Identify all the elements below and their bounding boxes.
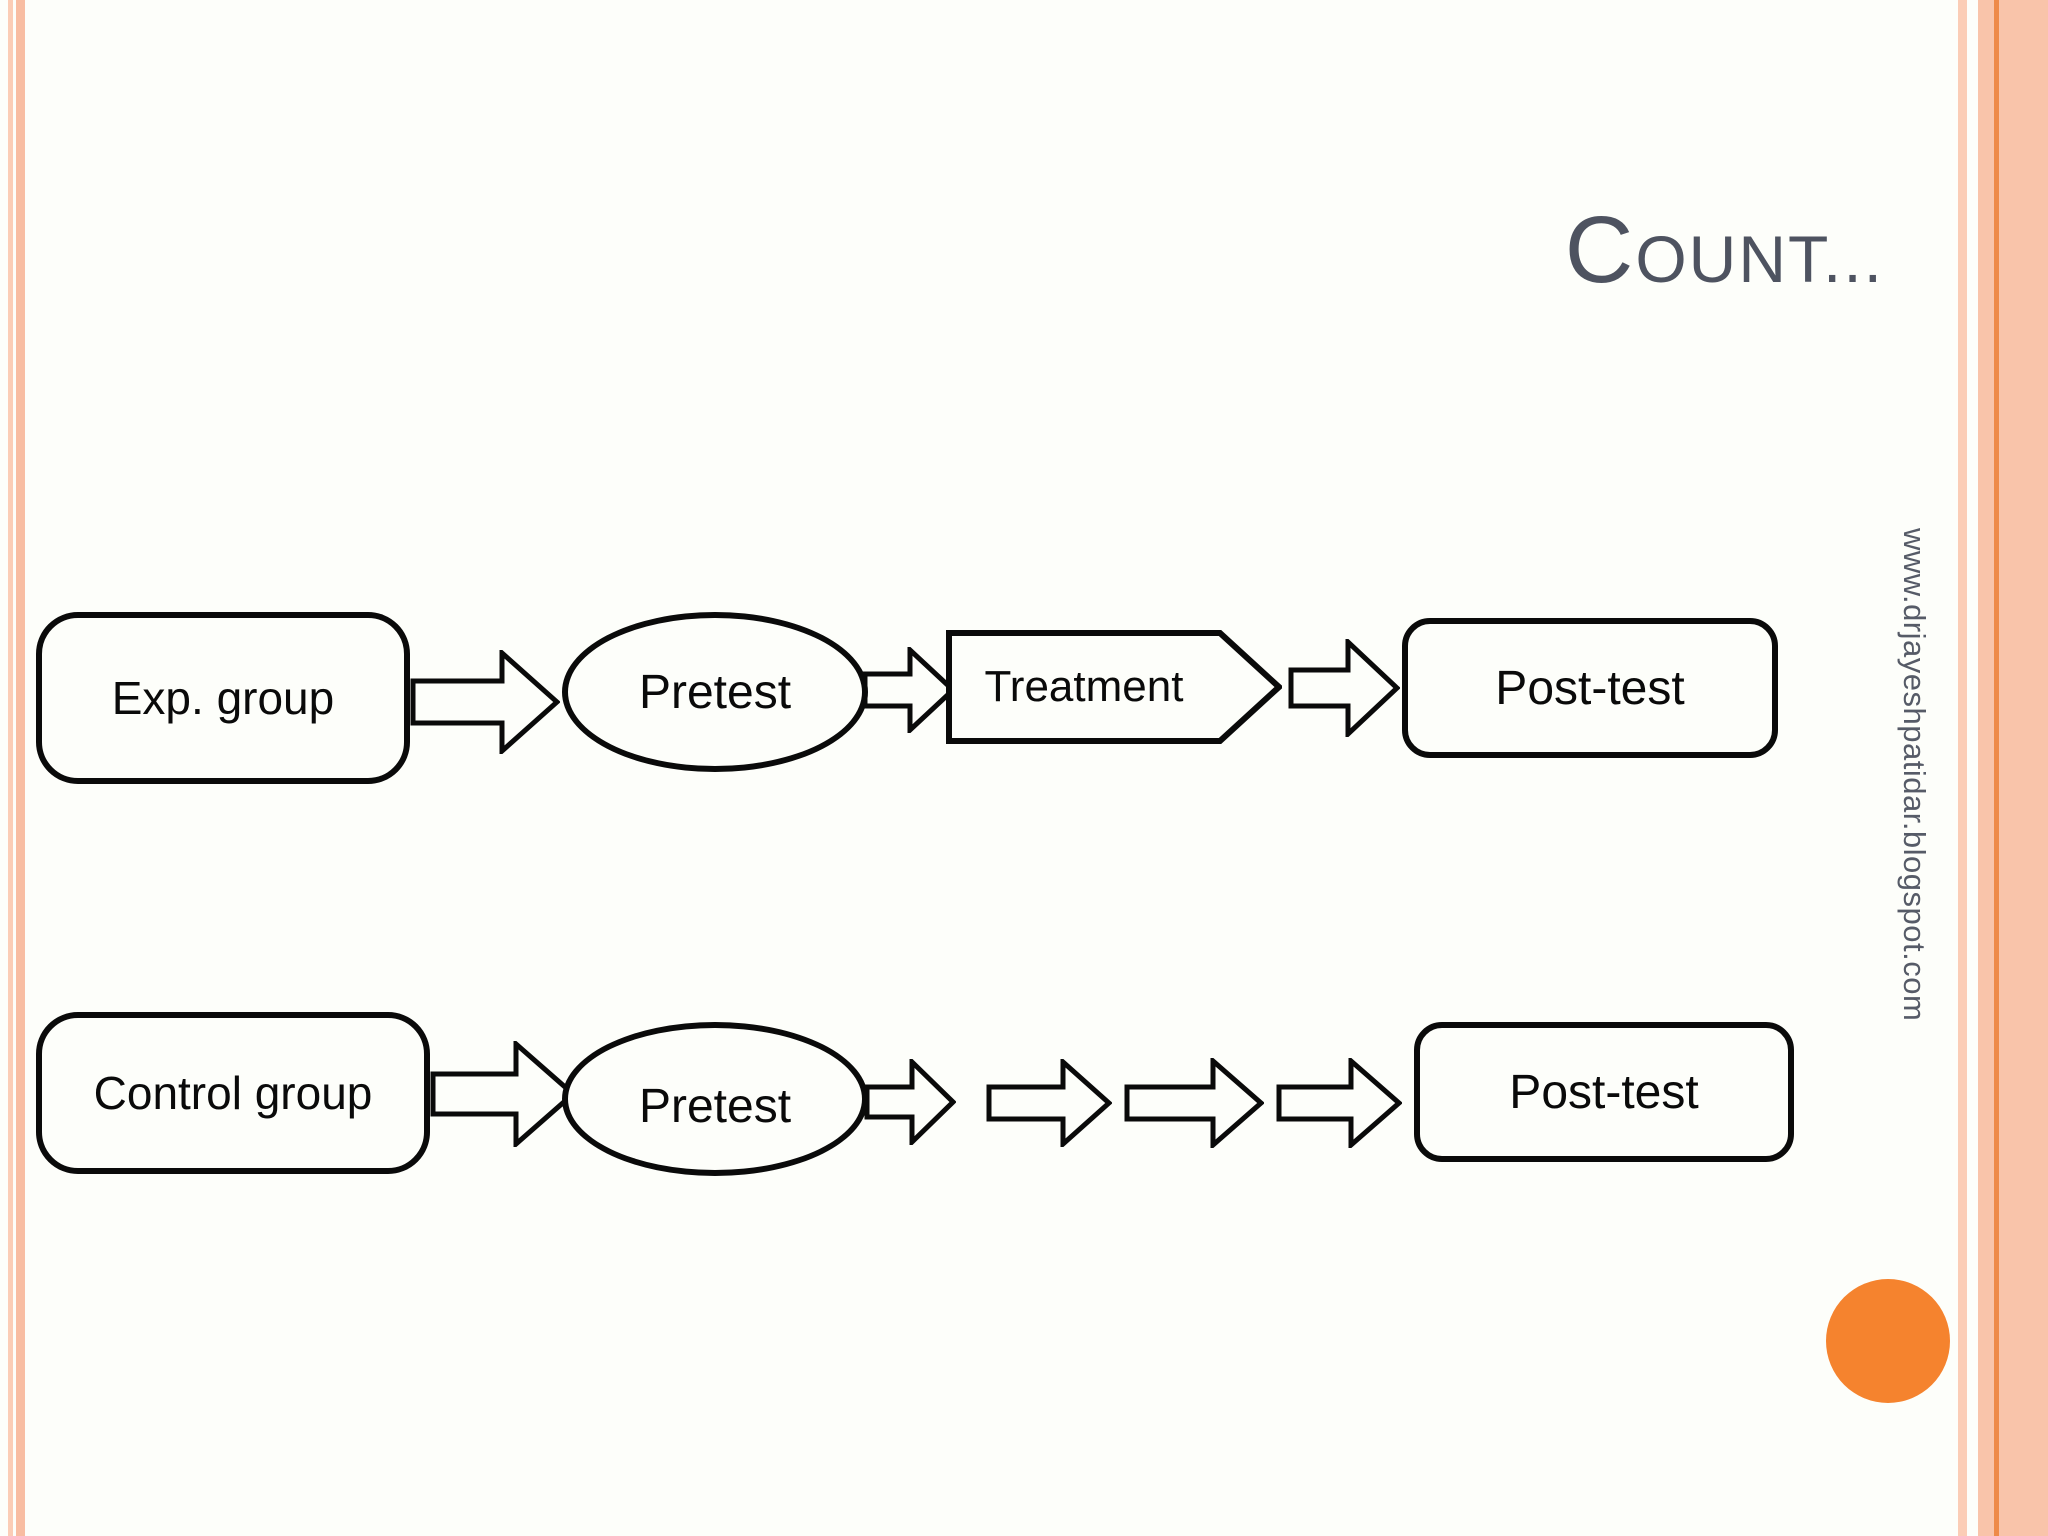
right-edge-accent-line bbox=[1994, 0, 1999, 1536]
slide-title: COUNT... bbox=[1400, 203, 1884, 298]
accent-circle bbox=[1826, 1279, 1950, 1403]
treatment-label: Treatment bbox=[984, 662, 1184, 711]
watermark-url: www.drjayeshpatidar.blogspot.com bbox=[1897, 528, 1932, 1022]
flow-arrow-icon bbox=[1288, 639, 1400, 737]
slide-title-lead: C bbox=[1564, 197, 1636, 303]
right-edge-band bbox=[1978, 0, 2048, 1536]
exp-posttest-label: Post-test bbox=[1495, 661, 1685, 715]
flow-arrow-icon bbox=[986, 1059, 1112, 1147]
slide-title-rest: OUNT... bbox=[1635, 222, 1884, 296]
exp-group-box: Exp. group bbox=[36, 612, 410, 784]
left-edge-wide-stripe bbox=[16, 0, 25, 1536]
control-group-box: Control group bbox=[36, 1012, 430, 1174]
flow-arrow-icon bbox=[1276, 1058, 1402, 1148]
exp-posttest-box: Post-test bbox=[1402, 618, 1778, 758]
control-posttest-label: Post-test bbox=[1509, 1065, 1699, 1119]
flow-arrow-icon bbox=[430, 1041, 576, 1147]
control-pretest-ellipse: Pretest bbox=[562, 1022, 868, 1176]
exp-group-label: Exp. group bbox=[111, 672, 335, 724]
flow-arrow-icon bbox=[410, 650, 560, 754]
right-edge-thin-stripe bbox=[1958, 0, 1967, 1536]
control-pretest-label: Pretest bbox=[638, 1079, 792, 1133]
flow-arrow-icon bbox=[1124, 1058, 1264, 1148]
exp-pretest-label: Pretest bbox=[638, 665, 792, 719]
control-group-label: Control group bbox=[93, 1067, 373, 1119]
control-posttest-box: Post-test bbox=[1414, 1022, 1794, 1162]
flow-arrow-icon bbox=[864, 1059, 956, 1145]
left-edge-thin-stripe bbox=[8, 0, 13, 1536]
exp-pretest-ellipse: Pretest bbox=[562, 612, 868, 772]
flow-arrow-icon bbox=[862, 647, 956, 733]
treatment-shape bbox=[946, 630, 1282, 744]
